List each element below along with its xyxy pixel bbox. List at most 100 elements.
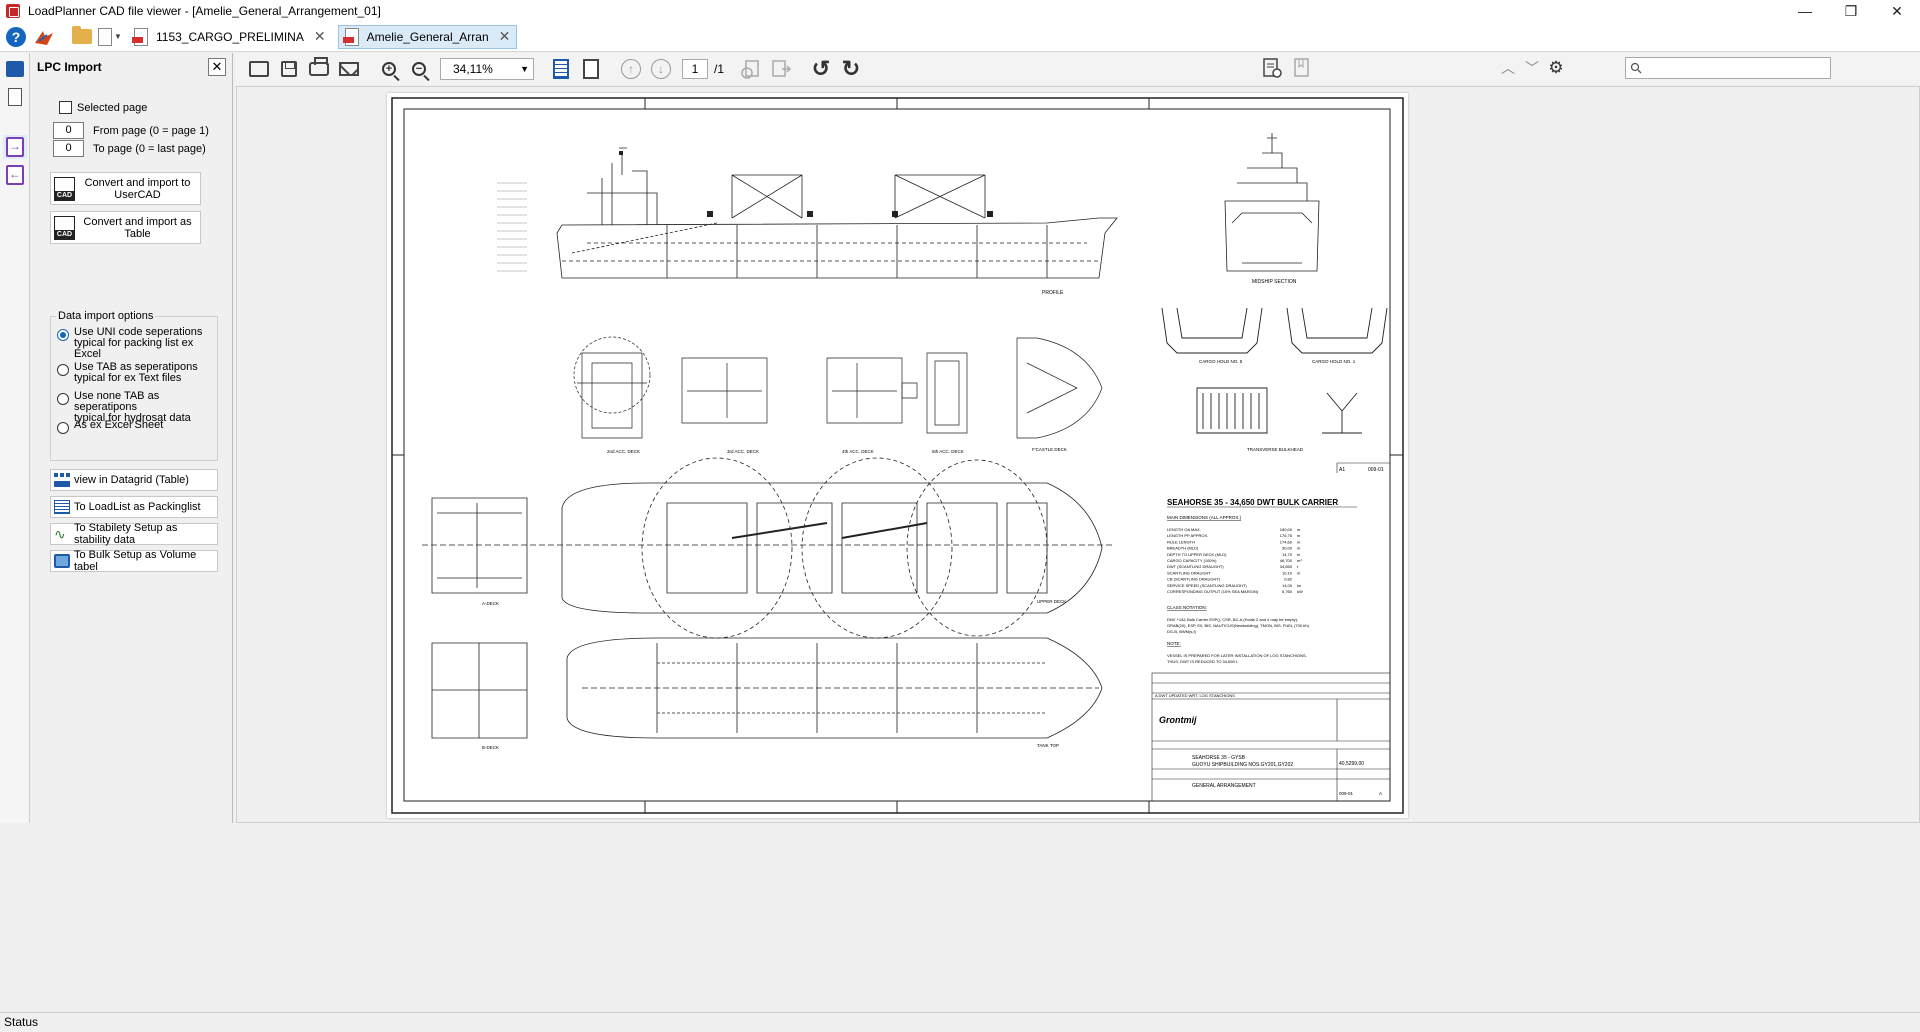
loadplanner-button[interactable] (32, 25, 56, 49)
selected-page-checkbox[interactable] (59, 101, 72, 114)
to-page-input[interactable]: 0 (53, 140, 84, 157)
to-loadlist-button[interactable]: To LoadList as Packinglist (50, 496, 218, 518)
document-info-icon (1263, 58, 1282, 78)
settings-button[interactable]: ⚙ (1546, 55, 1566, 81)
dimension-value: 46,700 (1280, 558, 1293, 563)
loadplanner-icon (35, 30, 53, 45)
doc-tab-cargo[interactable]: 1153_CARGO_PRELIMINA ✕ (128, 25, 332, 49)
search-input[interactable] (1625, 57, 1831, 79)
search-previous-button[interactable]: ︿ (1498, 55, 1518, 81)
doc-tab-label: Amelie_General_Arran (366, 29, 489, 44)
restore-button[interactable]: ❐ (1844, 2, 1858, 19)
zoom-select[interactable]: 34,11% ▼ (440, 57, 534, 80)
dimension-value: 10,10 (1282, 570, 1293, 575)
to-stability-button[interactable]: ∿ To Stabilety Setup as stability data (50, 522, 218, 546)
rotate-right-icon: ↻ (841, 55, 861, 81)
chevron-down-icon: ﹀ (1525, 60, 1539, 76)
page-number-input[interactable]: 1 (682, 58, 708, 79)
close-tab-button[interactable]: ✕ (313, 28, 326, 44)
close-tab-button[interactable]: ✕ (498, 28, 511, 44)
continuous-view-button[interactable] (548, 56, 574, 82)
image-view-button[interactable] (3, 57, 27, 81)
document-info-button[interactable] (1259, 55, 1285, 81)
save-button[interactable] (276, 56, 302, 82)
table-icon (54, 500, 70, 514)
convert-cad-label-line2: UserCAD (114, 188, 161, 201)
to-bulk-setup-button[interactable]: To Bulk Setup as Volume tabel (50, 549, 218, 573)
open-icon (249, 60, 269, 77)
dimension-unit: m (1297, 533, 1301, 538)
option-radio[interactable] (57, 329, 69, 341)
convert-to-table-button[interactable]: Convert and import as Table (50, 211, 201, 244)
export-icon (6, 165, 24, 185)
print-button[interactable] (306, 56, 332, 82)
export-page-icon (741, 59, 759, 79)
to-page-label: To page (0 = last page) (93, 142, 206, 155)
search-icon (1630, 62, 1642, 74)
close-window-button[interactable]: ✕ (1891, 2, 1903, 19)
import-page-button[interactable] (768, 56, 794, 82)
option-line2: typical for ex Text files (74, 372, 182, 384)
pdf-icon (132, 27, 148, 46)
option-excel-sheet[interactable]: As ex Excel Sheet (57, 420, 163, 434)
image-icon (6, 61, 24, 77)
option-radio[interactable] (57, 422, 69, 434)
export-button[interactable] (3, 163, 27, 187)
document-viewer[interactable]: PROFILE MIDSHIP SECTION CARGO HOLD NO. 5… (236, 86, 1920, 823)
dimension-value: 0,82 (1284, 577, 1293, 582)
panel-close-button[interactable]: ✕ (208, 58, 226, 76)
empty-area (0, 823, 1920, 1012)
option-line1: Use TAB as seperatipons (74, 361, 198, 373)
pdf-icon (342, 27, 359, 46)
view-datagrid-button[interactable]: view in Datagrid (Table) (50, 469, 218, 491)
search-tools: ︿ ﹀ ⚙ (1496, 55, 1568, 81)
option-radio[interactable] (57, 393, 69, 405)
minimize-button[interactable]: — (1798, 3, 1812, 19)
email-button[interactable] (336, 56, 362, 82)
search-next-button[interactable]: ﹀ (1522, 55, 1542, 81)
folder-icon (72, 26, 92, 44)
export-page-button[interactable] (738, 56, 764, 82)
page-view-button[interactable] (3, 85, 27, 109)
single-page-button[interactable] (578, 56, 604, 82)
new-document-icon (98, 27, 113, 46)
zoom-out-button[interactable]: − (406, 56, 432, 82)
option-radio[interactable] (57, 364, 69, 376)
convert-to-usercad-button[interactable]: Convert and import to UserCAD (50, 172, 201, 205)
print-icon (309, 56, 329, 76)
dimension-value: 14,00 (1282, 583, 1293, 588)
option-line1: Use UNI code seperations (74, 326, 203, 338)
rotate-right-button[interactable]: ↻ (838, 56, 864, 82)
next-page-button[interactable]: ↓ (648, 56, 674, 82)
dimension-name: LENGTH OA MAX. (1167, 527, 1201, 532)
bookmark-button[interactable] (1289, 55, 1315, 81)
side-icon-strip (0, 53, 30, 823)
doc-tab-amelie[interactable]: Amelie_General_Arran ✕ (337, 24, 518, 49)
open-button[interactable] (246, 56, 272, 82)
zoom-in-button[interactable]: + (376, 56, 402, 82)
deck-label-2nd: 2nd ACC. DECK (607, 449, 640, 454)
previous-page-button[interactable]: ↑ (618, 56, 644, 82)
chevron-down-icon: ▼ (520, 63, 529, 74)
zoom-value: 34,11% (453, 61, 493, 76)
class-notation-line-3: DG-B, BWM(s,f) (1167, 629, 1197, 634)
import-button[interactable] (3, 135, 27, 159)
status-bar: Status (0, 1012, 1920, 1032)
page-icon (8, 88, 22, 106)
open-folder-button[interactable] (70, 25, 94, 49)
dimension-value: 180,00 (1280, 527, 1293, 532)
single-page-icon (583, 58, 599, 79)
rotate-left-button[interactable]: ↺ (808, 56, 834, 82)
dimension-value: 5,760 (1282, 589, 1293, 594)
dimension-unit: m³ (1297, 558, 1302, 563)
help-button[interactable]: ? (4, 25, 28, 49)
selected-page-row: Selected page (59, 101, 147, 114)
from-page-input[interactable]: 0 (53, 122, 84, 139)
dimension-name: CARGO CAPACITY (100%) (1167, 558, 1217, 563)
dimension-unit: kn (1297, 583, 1301, 588)
bookmark-icon (1294, 58, 1309, 77)
new-document-button[interactable]: ▼ (98, 25, 122, 49)
